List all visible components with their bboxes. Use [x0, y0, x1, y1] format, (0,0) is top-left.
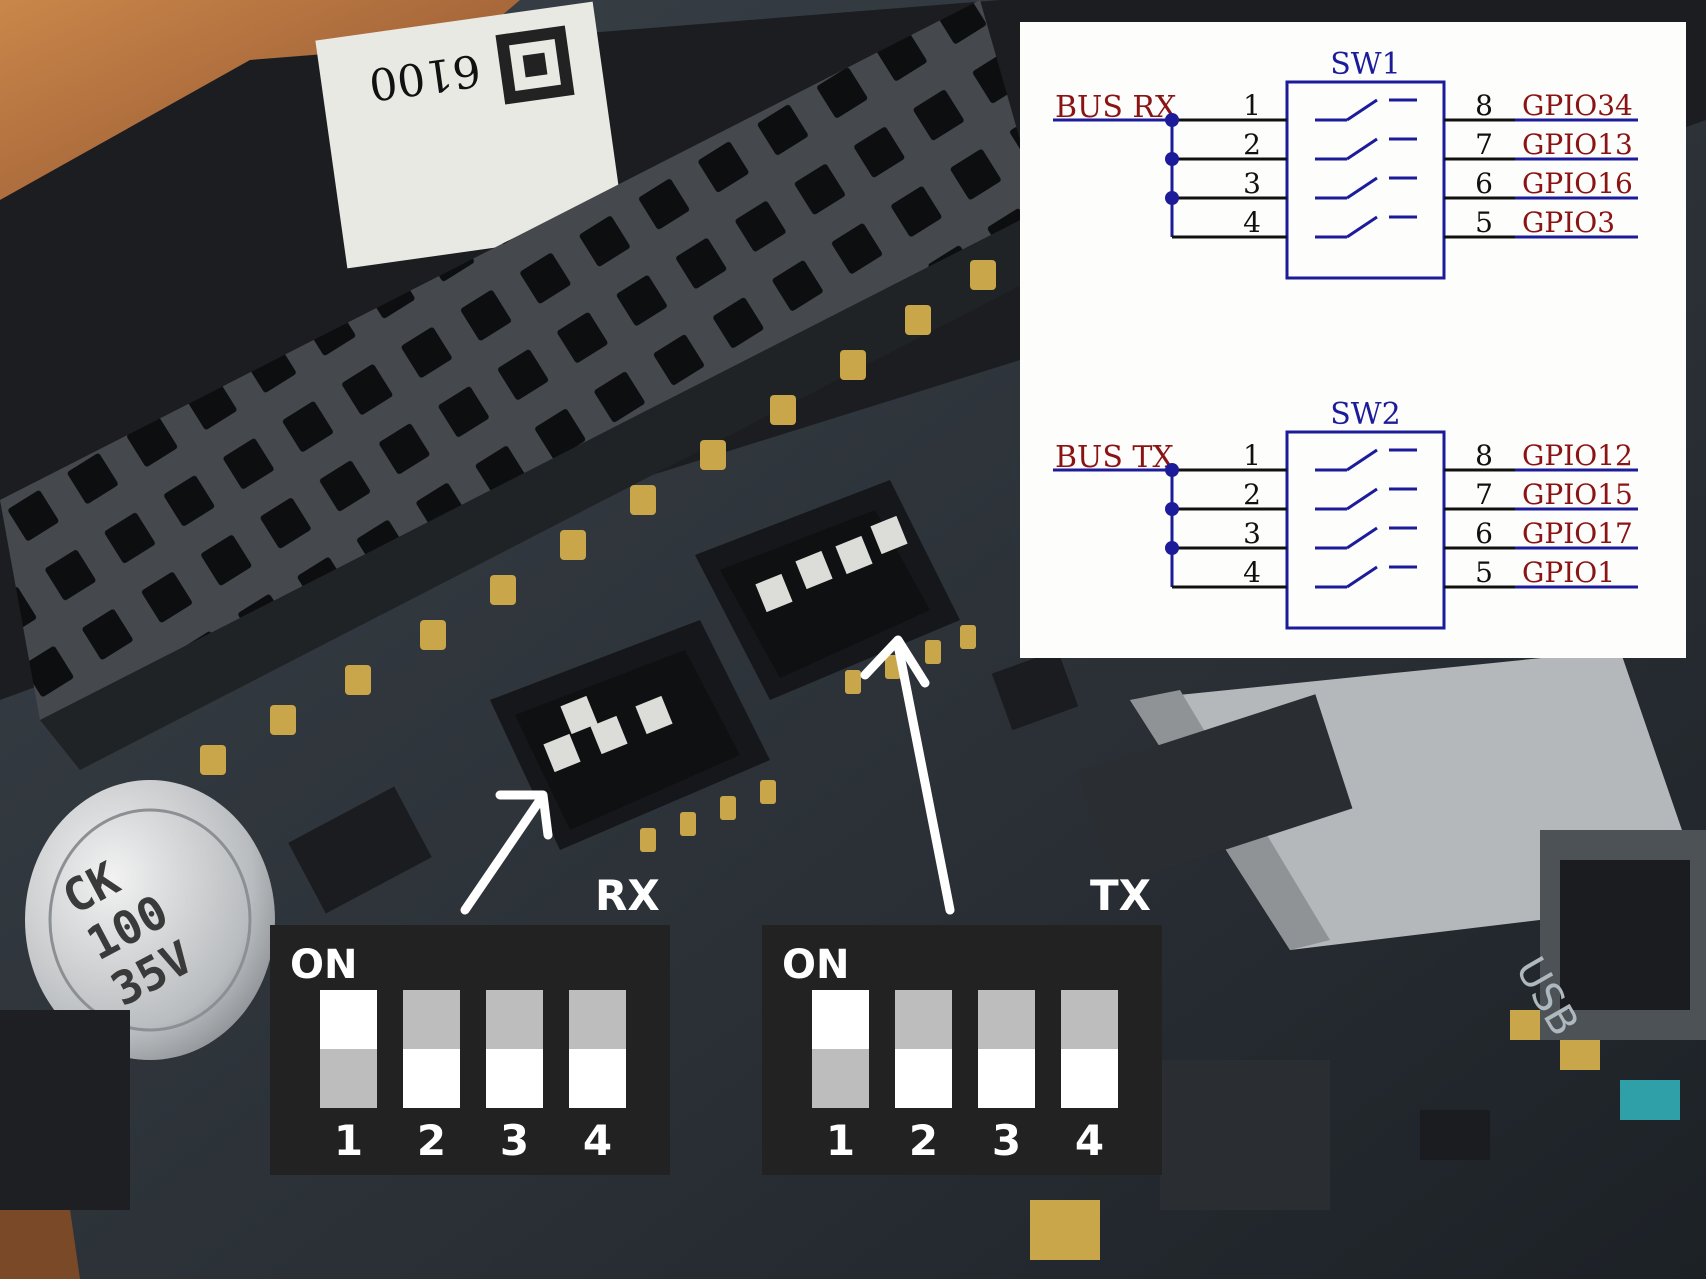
sw2-left-pin: 1 — [1243, 439, 1261, 472]
switch-bottom-half — [403, 1049, 460, 1108]
switch-bottom-half — [320, 1049, 377, 1108]
rx_panel-switch-4: 4 — [569, 990, 626, 1165]
switch-number-label: 1 — [334, 1116, 363, 1165]
rx_panel-switch-3: 3 — [486, 990, 543, 1165]
sw2-gpio-label: GPIO17 — [1522, 517, 1633, 550]
switch-bottom-half — [486, 1049, 543, 1108]
tx-callout-label: TX — [1090, 871, 1151, 920]
capacitor-shadow — [0, 1010, 130, 1210]
sw1-gpio-label: GPIO34 — [1522, 89, 1633, 122]
qr-code-icon — [495, 25, 575, 105]
tx-switch-panel: ON 1 2 3 4 — [762, 925, 1162, 1175]
switch-top-half — [812, 990, 869, 1049]
tx-panel-on-label: ON — [782, 942, 849, 988]
tx-arrow — [860, 635, 955, 915]
schematic-background — [1020, 22, 1686, 658]
rx-dip-switch-photo — [490, 620, 776, 852]
sw1-junction-dot — [1165, 191, 1179, 205]
tx_panel-switch-2: 2 — [895, 990, 952, 1165]
switch-bottom-half — [569, 1049, 626, 1108]
sw1-contact-blade — [1346, 176, 1378, 200]
sw2-contact-blade — [1346, 487, 1378, 511]
switch-bottom-half — [812, 1049, 869, 1108]
sw1-gpio-label: GPIO16 — [1522, 167, 1633, 200]
usb-port — [1540, 830, 1706, 1040]
switch-number-label: 2 — [909, 1116, 938, 1165]
sw2-junction-dot — [1165, 502, 1179, 516]
switch-top-half — [486, 990, 543, 1049]
switch-top-half — [978, 990, 1035, 1049]
sw1-left-pin: 1 — [1243, 89, 1261, 122]
sw2-title: SW2 — [1330, 397, 1400, 432]
sw2-right-pin: 7 — [1475, 478, 1493, 511]
switch-number-label: 4 — [1075, 1116, 1104, 1165]
sw1-contact-blade — [1346, 215, 1378, 239]
pin-header-edge — [40, 210, 1070, 770]
switch-number-label: 1 — [826, 1116, 855, 1165]
sw1-right-pin: 7 — [1475, 128, 1493, 161]
sw2-gpio-label: GPIO12 — [1522, 439, 1633, 472]
sw2-junction-dot — [1165, 463, 1179, 477]
sw1-junction-dot — [1165, 152, 1179, 166]
sw1-gpio-label: GPIO3 — [1522, 206, 1615, 239]
switch-bottom-half — [978, 1049, 1035, 1108]
sw2-gpio-label: GPIO15 — [1522, 478, 1633, 511]
sw2-left-pin: 4 — [1243, 556, 1261, 589]
sw2-gpio-label: GPIO1 — [1522, 556, 1615, 589]
sw2-contact-blade — [1346, 448, 1378, 472]
tx_panel-switch-1: 1 — [812, 990, 869, 1165]
switch-number-label: 4 — [583, 1116, 612, 1165]
sw2-left-pin: 2 — [1243, 478, 1261, 511]
sw1-left-pin: 3 — [1243, 167, 1261, 200]
sw2-left-pin: 3 — [1243, 517, 1261, 550]
sw1-right-pin: 8 — [1475, 89, 1493, 122]
pin-header — [0, 0, 1040, 720]
sw2-contact-blade — [1346, 526, 1378, 550]
switch-number-label: 3 — [992, 1116, 1021, 1165]
switch-number-label: 2 — [417, 1116, 446, 1165]
sw2-contact-blade — [1346, 565, 1378, 589]
tx_panel-switch-3: 3 — [978, 990, 1035, 1165]
sw1-title: SW1 — [1330, 47, 1400, 82]
sw2-switch-body — [1285, 430, 1446, 630]
sw1-left-pin: 2 — [1243, 128, 1261, 161]
sw1-junction-dot — [1165, 113, 1179, 127]
tx-switch-group: 1 2 3 4 — [812, 990, 1118, 1165]
switch-bottom-half — [895, 1049, 952, 1108]
sw1-gpio-label: GPIO13 — [1522, 128, 1633, 161]
sw1-switch-body — [1285, 80, 1446, 280]
sw1-contact-blade — [1346, 137, 1378, 161]
rx-panel-on-label: ON — [290, 942, 357, 988]
header-pins — [200, 260, 996, 775]
switch-top-half — [895, 990, 952, 1049]
tx_panel-switch-4: 4 — [1061, 990, 1118, 1165]
sw2-right-pin: 8 — [1475, 439, 1493, 472]
smd-components — [288, 649, 1680, 1260]
switch-top-half — [569, 990, 626, 1049]
switch-top-half — [403, 990, 460, 1049]
sw1-right-pin: 6 — [1475, 167, 1493, 200]
sw2-right-pin: 5 — [1475, 556, 1493, 589]
rx-switch-panel: ON 1 2 3 4 — [270, 925, 670, 1175]
sw1-right-pin: 5 — [1475, 206, 1493, 239]
electrolytic-capacitor — [25, 780, 275, 1060]
sw1-contact-blade — [1346, 98, 1378, 122]
switch-top-half — [320, 990, 377, 1049]
rx-callout-label: RX — [595, 871, 660, 920]
rx-switch-group: 1 2 3 4 — [320, 990, 626, 1165]
switch-bottom-half — [1061, 1049, 1118, 1108]
rx-arrow — [460, 790, 553, 915]
sw2-right-pin: 6 — [1475, 517, 1493, 550]
switch-top-half — [1061, 990, 1118, 1049]
rx_panel-switch-1: 1 — [320, 990, 377, 1165]
sw1-left-pin: 4 — [1243, 206, 1261, 239]
switch-number-label: 3 — [500, 1116, 529, 1165]
sw2-junction-dot — [1165, 541, 1179, 555]
rx_panel-switch-2: 2 — [403, 990, 460, 1165]
